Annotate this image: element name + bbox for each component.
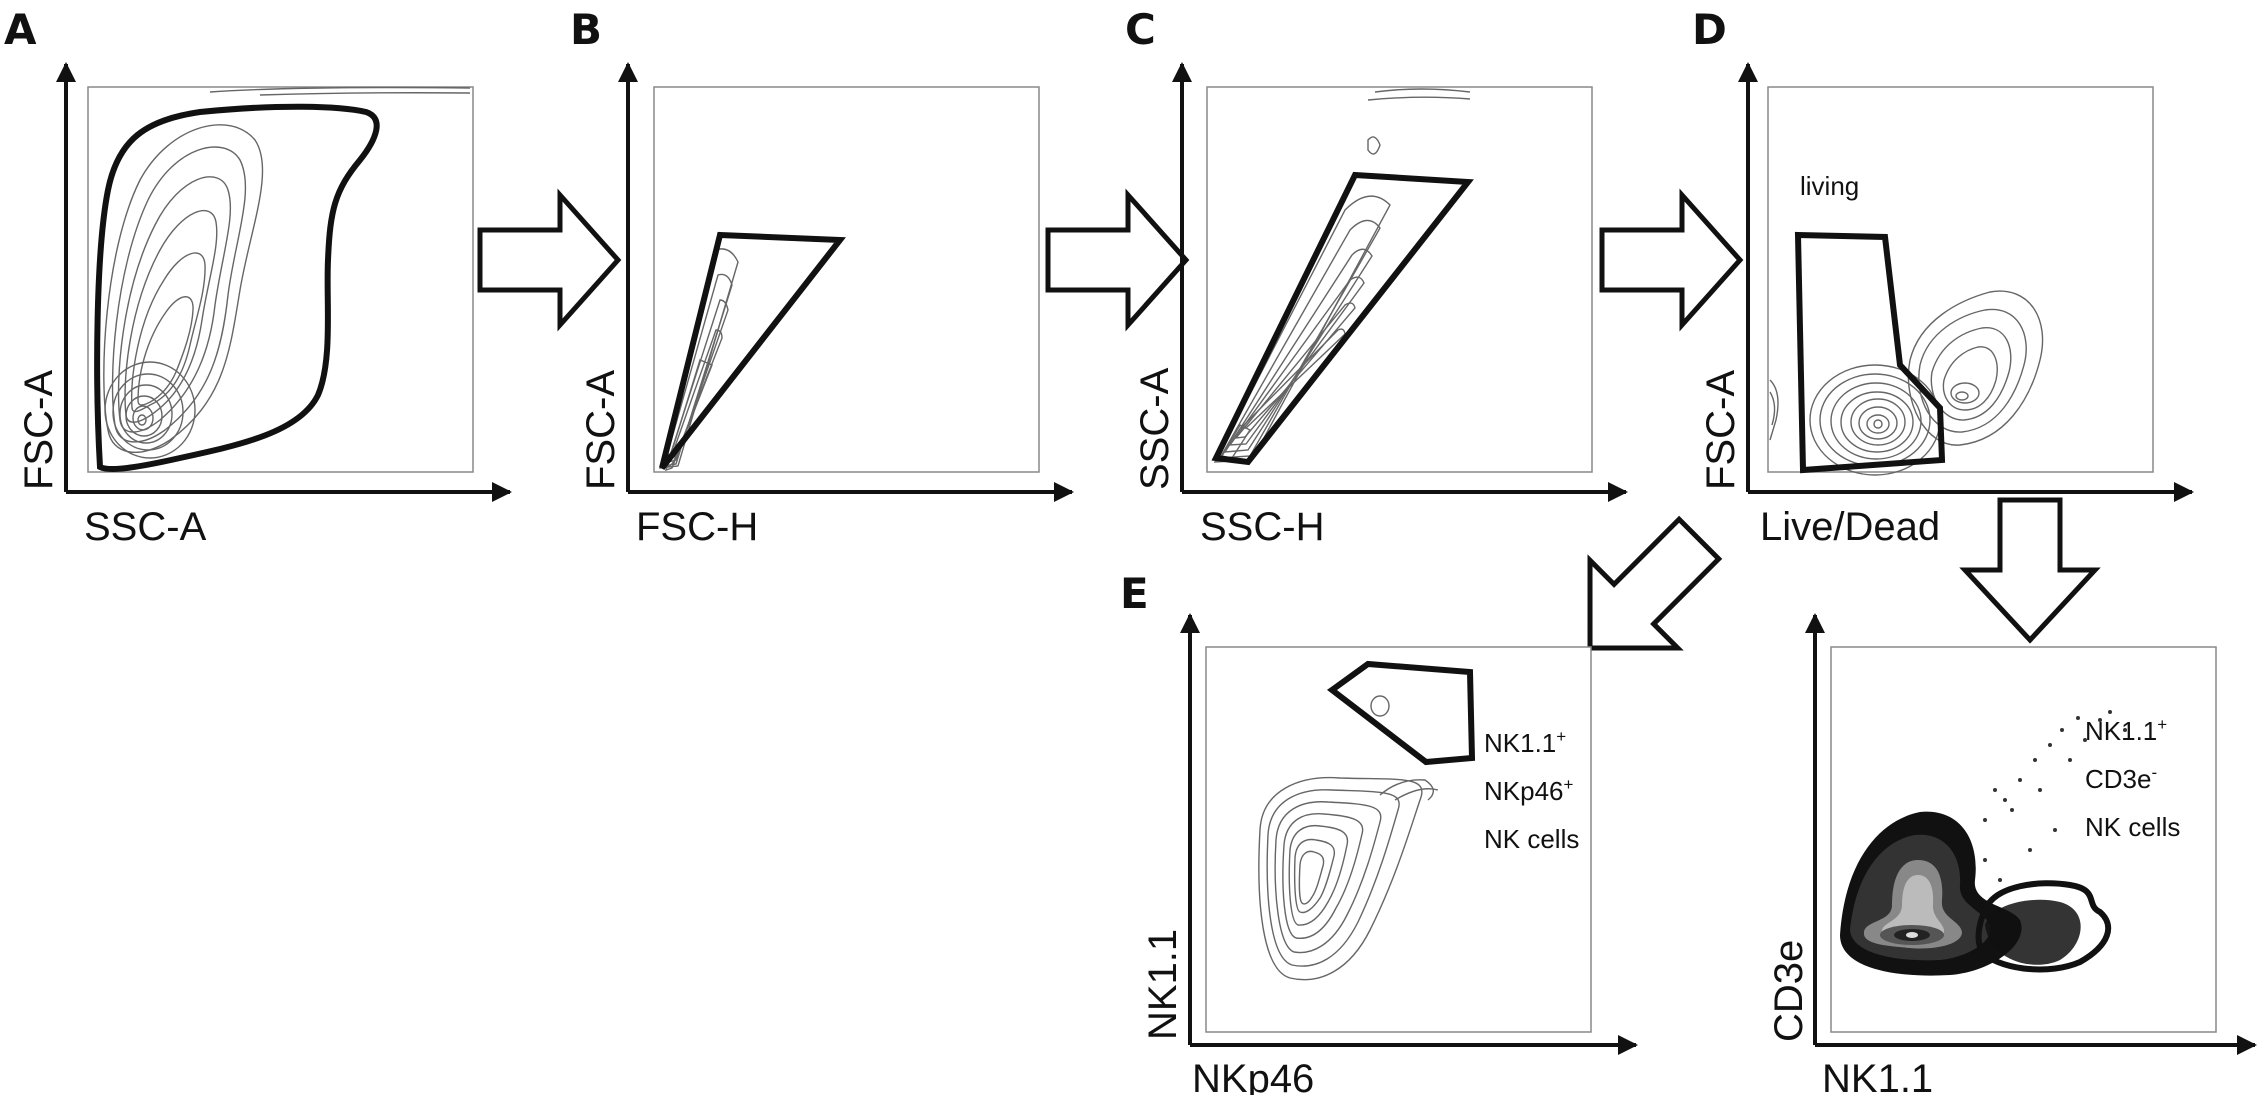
gate-d-living (1794, 231, 1946, 474)
gate-label-e-line2-sup: + (1564, 775, 1574, 794)
gate-label-e: NK1.1+ NKp46+ NK cells (1484, 727, 1579, 854)
y-axis-label-f: CD3e (1767, 940, 1811, 1042)
flow-arrow-to-e (1587, 515, 1723, 651)
gate-label-f: NK1.1+ CD3e- NK cells (2085, 715, 2180, 842)
flow-arrow-d-to-cd3e-plot (1959, 497, 2101, 644)
gate-label-f-line2: CD3e (2085, 764, 2151, 794)
panel-letter-c: C (1125, 5, 1156, 54)
y-axis-label-c: SSC-A (1133, 367, 1177, 490)
contour-plot-c (1213, 88, 1471, 463)
panel-letter-b: B (570, 5, 602, 54)
gate-label-f-line1: NK1.1 (2085, 716, 2157, 746)
panel-e: E NK1.1 NKp46 NK1.1+ NKp46+ NK cells (1120, 569, 1638, 1095)
x-axis-label-e: NKp46 (1192, 1057, 1314, 1095)
plot-frame-d (1767, 86, 2154, 473)
plot-frame-e (1205, 646, 1592, 1033)
gate-label-f-line1-sup: + (2157, 715, 2167, 734)
plot-frame-a (87, 86, 474, 473)
gate-label-living: living (1800, 171, 1859, 201)
gate-label-f-line3: NK cells (2085, 812, 2180, 842)
flow-arrow-a-to-b (477, 188, 622, 332)
x-axis-label-c: SSC-H (1200, 505, 1324, 549)
plot-frame-b (653, 86, 1040, 473)
y-axis-label-e: NK1.1 (1141, 929, 1185, 1040)
gate-label-e-line2: NKp46 (1484, 776, 1564, 806)
svg-text:CD3e-: CD3e- (2085, 763, 2157, 794)
x-axis-label-a: SSC-A (84, 505, 207, 549)
gate-f-nk-cells (1975, 880, 2112, 973)
gate-label-e-line1: NK1.1 (1484, 728, 1556, 758)
gate-a (94, 103, 380, 472)
gate-e-nk-cells (1326, 660, 1476, 766)
panel-letter-e: E (1120, 569, 1149, 618)
gate-label-f-line2-sup: - (2151, 763, 2157, 782)
panel-b: B FSC-A FSC-H (570, 5, 1074, 549)
contour-plot-a (103, 86, 471, 459)
plot-frame-c (1206, 86, 1593, 473)
x-axis-label-d: Live/Dead (1760, 505, 1940, 549)
gate-label-e-line3: NK cells (1484, 824, 1579, 854)
y-axis-label-b: FSC-A (579, 370, 623, 490)
panel-letter-d: D (1692, 5, 1727, 54)
svg-text:NK1.1+: NK1.1+ (1484, 727, 1566, 758)
panel-c: C SSC-A SSC-H (1125, 5, 1628, 549)
flow-arrow-b-to-c (1045, 188, 1190, 332)
svg-text:NKp46+: NKp46+ (1484, 775, 1574, 806)
svg-text:NK1.1+: NK1.1+ (2085, 715, 2167, 746)
y-axis-label-a: FSC-A (17, 370, 61, 490)
contour-plot-e (1258, 695, 1439, 981)
gate-b (659, 231, 846, 470)
panel-a: A FSC-A SSC-A (4, 5, 512, 549)
x-axis-label-f: NK1.1 (1822, 1057, 1933, 1095)
gate-label-e-line1-sup: + (1556, 727, 1566, 746)
panel-letter-a: A (4, 5, 37, 54)
y-axis-label-d: FSC-A (1699, 370, 1743, 490)
panel-d: D FSC-A Live/Dead living (1692, 5, 2194, 549)
flow-arrow-c-to-d (1599, 188, 1744, 332)
gate-c (1211, 171, 1474, 466)
x-axis-label-b: FSC-H (636, 505, 758, 549)
panel-f: CD3e NK1.1 (1767, 613, 2257, 1095)
contour-plot-b (659, 248, 739, 472)
